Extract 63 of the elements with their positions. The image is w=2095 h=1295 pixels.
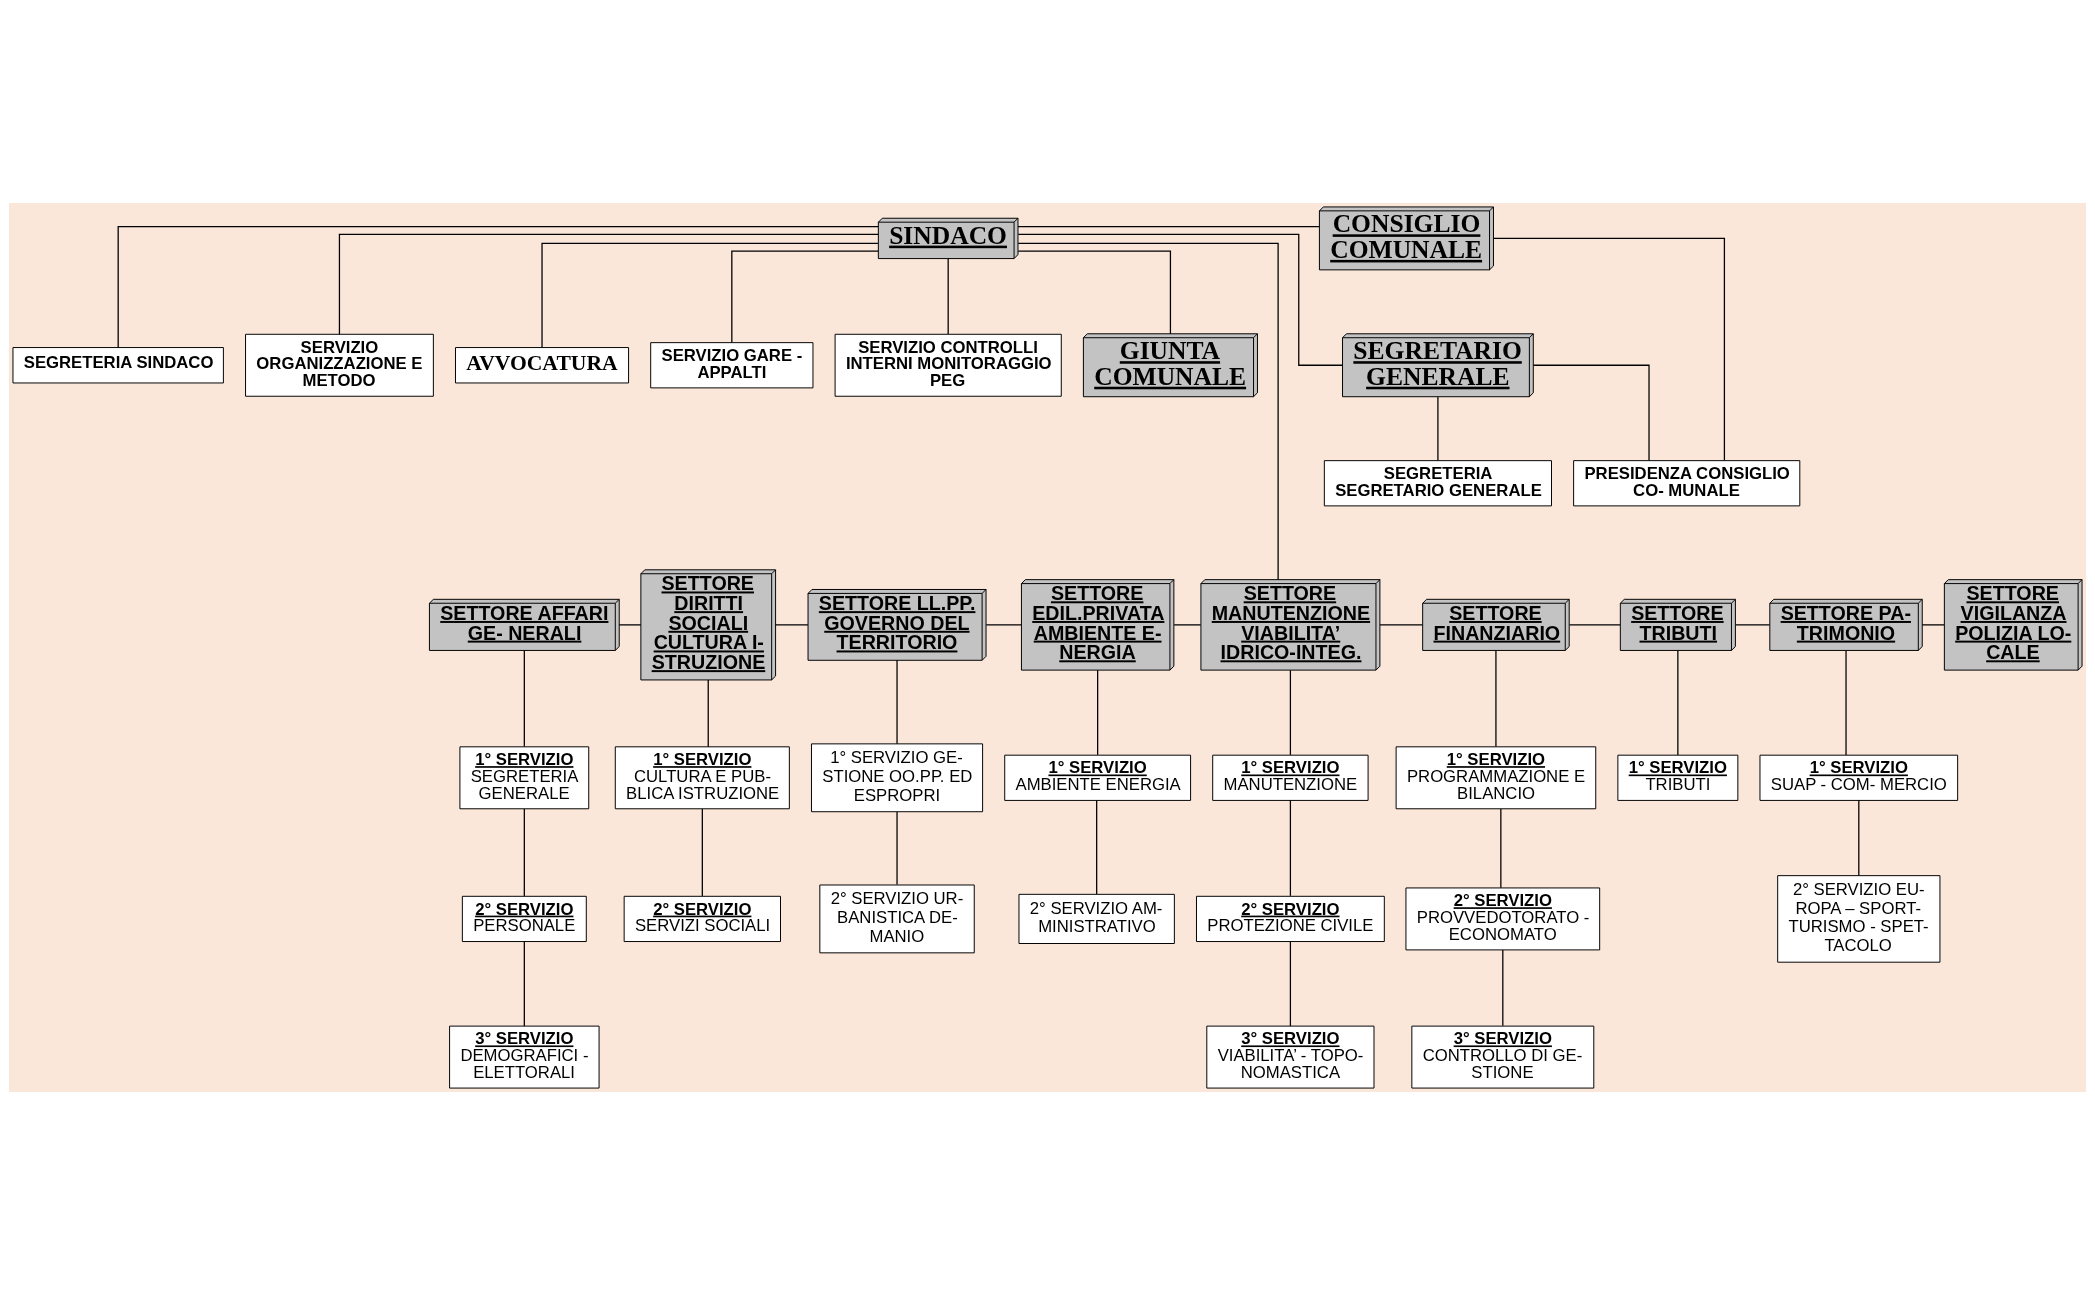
connector	[1017, 233, 1344, 366]
connector	[523, 808, 525, 897]
connector	[523, 649, 525, 748]
node-box: 2° SERVIZIO EU- ROPA – SPORT- TURISMO - SPET- TACOLO	[1777, 875, 1941, 963]
connector	[985, 624, 1022, 626]
connector	[1493, 237, 1726, 461]
connector	[896, 811, 898, 886]
node-box: 1° SERVIZIO AMBIENTE ENERGIA	[1004, 754, 1192, 801]
node-box: SEGRETERIA SINDACO	[12, 347, 224, 384]
node-box: 3° SERVIZIO DEMOGRAFICI - ELETTORALI	[449, 1025, 600, 1089]
node-box: 1° SERVIZIO SEGRETERIA GENERALE	[459, 746, 590, 810]
node-box: SERVIZIO CONTROLLI INTERNI MONITORAGGIO PEG	[834, 333, 1062, 397]
node-box: 2° SERVIZIO SERVIZI SOCIALI	[623, 895, 781, 943]
connector	[1735, 624, 1771, 626]
connector	[774, 624, 809, 626]
node-box: 1° SERVIZIO MANUTENZIONE	[1212, 754, 1369, 801]
node-box: 2° SERVIZIO UR- BANISTICA DE- MANIO	[819, 884, 975, 954]
connector	[523, 941, 525, 1027]
node-box: 3° SERVIZIO CONTROLLO DI GE- STIONE	[1411, 1025, 1595, 1089]
node-box: SERVIZIO GARE - APPALTI	[650, 342, 814, 389]
connector	[1500, 808, 1502, 889]
node-box: 2° SERVIZIO AM- MINISTRATIVO	[1018, 893, 1175, 944]
node-box: 2° SERVIZIO PERSONALE	[461, 895, 587, 943]
connector	[1097, 669, 1099, 756]
connector	[1096, 799, 1098, 895]
node-box: PRESIDENZA CONSIGLIO CO- MUNALE	[1573, 460, 1801, 507]
connector	[731, 250, 879, 344]
connector	[1017, 242, 1279, 581]
connector	[541, 242, 879, 349]
node-box: SEGRETERIA SEGRETARIO GENERALE	[1323, 460, 1552, 507]
connector	[338, 233, 879, 335]
connector	[1677, 649, 1679, 756]
connector	[707, 679, 709, 748]
connector	[896, 659, 898, 745]
node-box: 1° SERVIZIO CULTURA E PUB- BLICA ISTRUZIONE	[614, 746, 790, 810]
connector	[1437, 396, 1439, 462]
connector	[1921, 624, 1945, 626]
connector	[1173, 624, 1202, 626]
connector	[1532, 364, 1650, 462]
node-box: 1° SERVIZIO SUAP - COM- MERCIO	[1759, 754, 1959, 801]
connector	[1858, 799, 1860, 877]
connector	[1379, 624, 1424, 626]
connector	[1495, 649, 1497, 748]
connector	[618, 624, 642, 626]
node-box: 2° SERVIZIO PROVVEDOTORATO - ECONOMATO	[1405, 887, 1601, 951]
node-box: SERVIZIO ORGANIZZAZIONE E METODO	[245, 333, 434, 397]
node-box: 1° SERVIZIO GE- STIONE OO.PP. ED ESPROPRI	[811, 743, 984, 813]
connector	[1289, 799, 1292, 897]
node-box: 1° SERVIZIO TRIBUTI	[1617, 754, 1739, 801]
connector	[1017, 225, 1320, 228]
connector	[701, 808, 703, 897]
connector	[1502, 949, 1504, 1027]
connector	[1289, 941, 1292, 1027]
connector	[1568, 624, 1621, 626]
node-box: 3° SERVIZIO VIABILITA’ - TOPO- NOMASTICA	[1206, 1025, 1375, 1089]
node-box: 1° SERVIZIO PROGRAMMAZIONE E BILANCIO	[1395, 746, 1597, 810]
connector	[947, 258, 949, 335]
node-box: AVVOCATURA	[455, 347, 630, 384]
connector	[1017, 250, 1172, 335]
connector	[1845, 649, 1847, 756]
connector	[1289, 669, 1292, 756]
node-box: 2° SERVIZIO PROTEZIONE CIVILE	[1196, 895, 1385, 943]
connector	[117, 225, 879, 349]
